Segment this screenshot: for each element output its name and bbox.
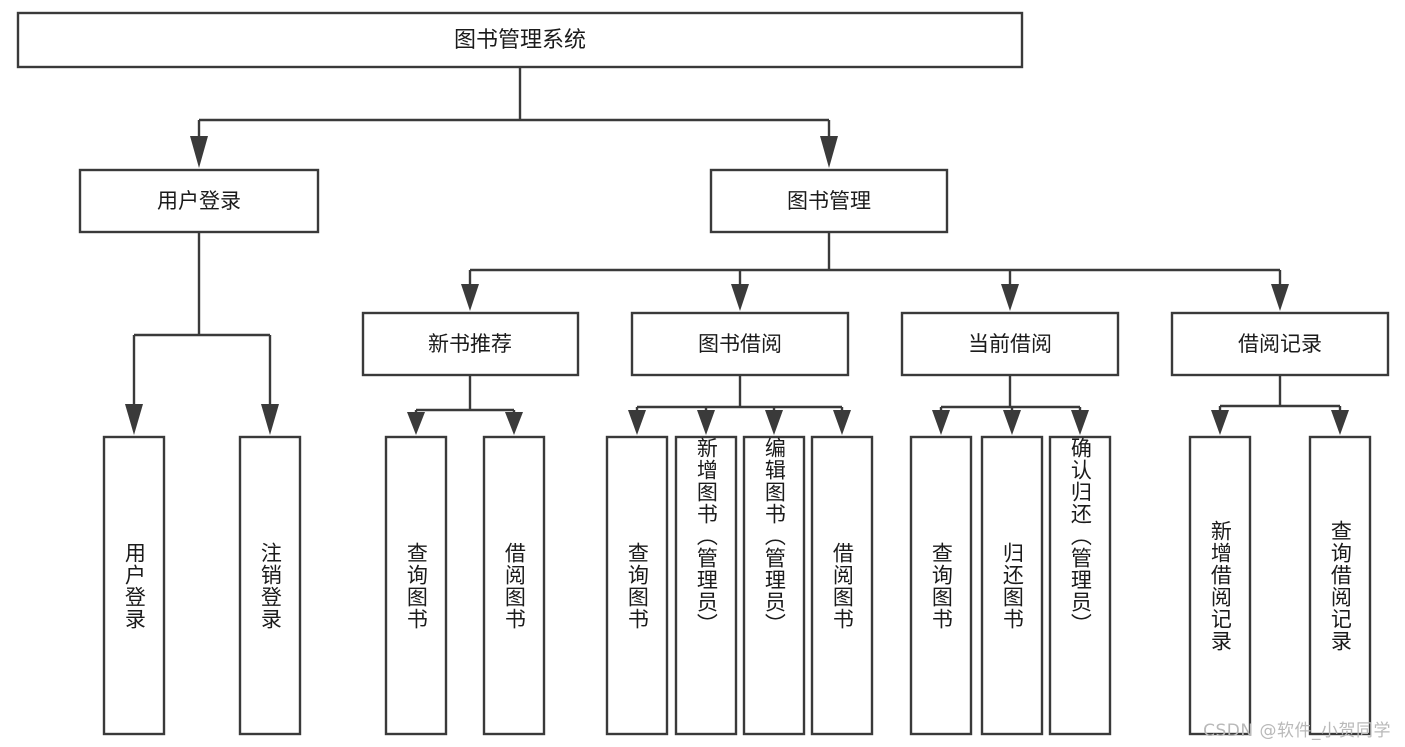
arrow-head-bb-leaf-3 [765, 410, 783, 435]
leaf-box-return-book[interactable] [980, 435, 1044, 736]
leaf-box-user-login[interactable] [102, 435, 166, 736]
leaf-box-confirm-return-admin[interactable] [1048, 435, 1112, 736]
node-new-book-recommend-label: 新书推荐 [428, 332, 512, 356]
node-borrow-record-box[interactable] [1170, 311, 1390, 377]
node-root[interactable]: 图书管理系统 [16, 11, 1024, 69]
node-book-management-label: 图书管理 [787, 189, 871, 213]
node-book-borrow-label: 图书借阅 [698, 332, 782, 356]
arrow-head-current-borrow [1001, 284, 1019, 311]
leaf-box-layer [102, 435, 1372, 736]
node-user-login-label: 用户登录 [157, 189, 241, 213]
node-root-box[interactable] [16, 11, 1024, 69]
node-borrow-record[interactable]: 借阅记录 [1170, 311, 1390, 377]
node-current-borrow-label: 当前借阅 [968, 332, 1052, 356]
leaf-box-query-book-nbr[interactable] [384, 435, 448, 736]
node-user-login[interactable]: 用户登录 [78, 168, 320, 234]
node-current-borrow-box[interactable] [900, 311, 1120, 377]
leaf-box-query-book-bb[interactable] [605, 435, 669, 736]
arrow-head-leaf-user-login [125, 404, 143, 435]
arrow-head-cb-leaf-1 [932, 410, 950, 435]
leaf-box-query-borrow-record[interactable] [1308, 435, 1372, 736]
arrow-head-borrow-record [1271, 284, 1289, 311]
arrow-head-nbr-leaf-2 [505, 412, 523, 435]
node-borrow-record-label: 借阅记录 [1238, 332, 1322, 356]
arrow-head-bb-leaf-1 [628, 410, 646, 435]
leaf-box-add-borrow-record[interactable] [1188, 435, 1252, 736]
arrow-head-br-leaf-2 [1331, 410, 1349, 435]
arrow-head-new-book-rec [461, 284, 479, 311]
node-root-label: 图书管理系统 [454, 28, 586, 53]
node-new-book-recommend-box[interactable] [361, 311, 580, 377]
arrow-head-leaf-logout [261, 404, 279, 435]
node-book-management[interactable]: 图书管理 [709, 168, 949, 234]
node-book-management-box[interactable] [709, 168, 949, 234]
node-book-borrow[interactable]: 图书借阅 [630, 311, 850, 377]
leaf-box-query-book-cb[interactable] [909, 435, 973, 736]
arrow-head-bb-leaf-4 [833, 410, 851, 435]
arrow-head-cb-leaf-2 [1003, 410, 1021, 435]
leaf-box-edit-book-admin[interactable] [742, 435, 806, 736]
leaf-box-borrow-book-bb[interactable] [810, 435, 874, 736]
arrow-head-book-mgmt [820, 136, 838, 168]
connector-layer [125, 67, 1349, 435]
node-current-borrow[interactable]: 当前借阅 [900, 311, 1120, 377]
arrow-head-bb-leaf-2 [697, 410, 715, 435]
node-user-login-box[interactable] [78, 168, 320, 234]
leaf-box-add-book-admin[interactable] [674, 435, 738, 736]
node-book-borrow-box[interactable] [630, 311, 850, 377]
arrow-head-book-borrow [731, 284, 749, 311]
arrow-head-cb-leaf-3 [1071, 410, 1089, 435]
arrow-head-nbr-leaf-1 [407, 412, 425, 435]
leaf-box-borrow-book-nbr[interactable] [482, 435, 546, 736]
node-new-book-recommend[interactable]: 新书推荐 [361, 311, 580, 377]
arrow-head-user-login [190, 136, 208, 168]
arrow-head-br-leaf-1 [1211, 410, 1229, 435]
leaf-box-logout[interactable] [238, 435, 302, 736]
